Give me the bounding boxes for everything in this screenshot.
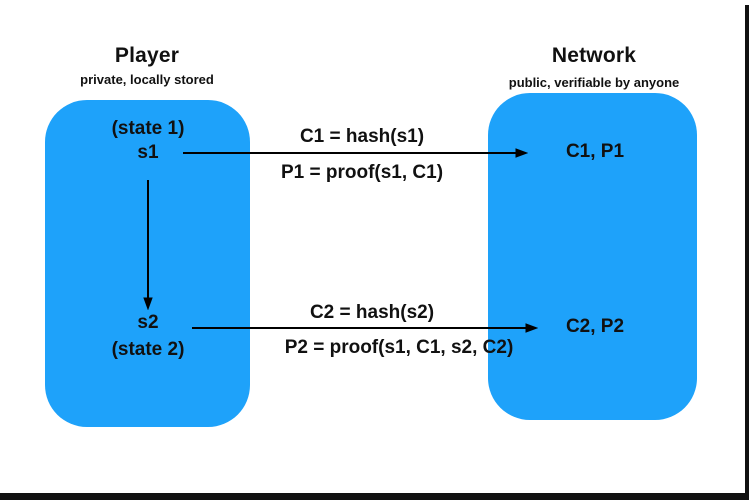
screen-border-right xyxy=(745,5,749,500)
network-entry2-label: C2, P2 xyxy=(565,316,625,337)
player-state1-label: (state 1) xyxy=(111,118,185,139)
msg2-proof-label: P2 = proof(s1, C1, s2, C2) xyxy=(284,337,514,358)
network-column-subtitle: public, verifiable by anyone xyxy=(508,75,680,90)
msg2-commitment-label: C2 = hash(s2) xyxy=(309,302,435,323)
msg1-proof-label: P1 = proof(s1, C1) xyxy=(280,162,444,183)
screen-border-bottom xyxy=(0,493,749,500)
network-box xyxy=(488,93,697,420)
player-column-title: Player xyxy=(114,44,180,67)
msg1-commitment-label: C1 = hash(s1) xyxy=(299,126,425,147)
player-s1-label: s1 xyxy=(137,142,159,163)
player-s2-label: s2 xyxy=(137,312,159,333)
player-state2-label: (state 2) xyxy=(111,339,185,360)
network-column-title: Network xyxy=(551,44,637,67)
player-column-subtitle: private, locally stored xyxy=(80,72,214,87)
network-entry1-label: C1, P1 xyxy=(565,141,625,162)
